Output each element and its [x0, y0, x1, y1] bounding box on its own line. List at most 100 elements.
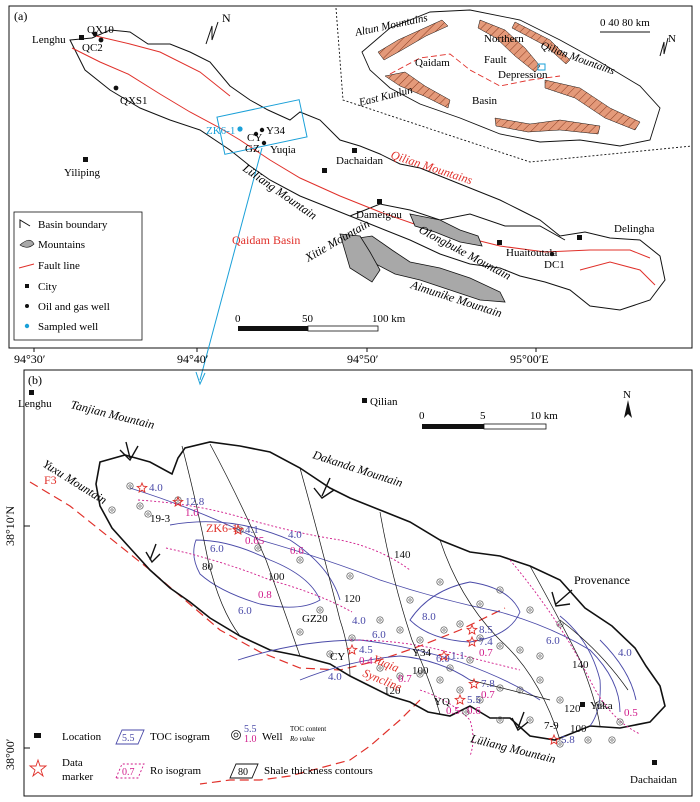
ro-iso-3	[349, 639, 521, 671]
well-b-44	[496, 586, 504, 594]
panel-b-marks: 4.06.06.04.06.08.06.04.04.06.00.60.80.70…	[108, 481, 638, 748]
well-b-14-core	[418, 638, 422, 642]
well-b-16-core	[458, 622, 462, 626]
data-marker-ro-4: 0.7	[479, 647, 493, 659]
north-label-a: N	[222, 11, 231, 25]
data-marker-toc-1: 12.8	[185, 496, 205, 508]
label-7-9: 7-9	[544, 720, 559, 732]
label-gz20: GZ20	[302, 613, 328, 625]
ro-iso-2	[165, 547, 353, 613]
label-gz-a: GZ	[245, 143, 260, 155]
city-delingha	[577, 235, 582, 240]
label-zk6-b: ZK6-1	[206, 521, 238, 535]
well-b-44-core	[498, 588, 502, 592]
scale-b-t0: 0	[419, 410, 425, 422]
legend-b-toc: TOC isogram	[150, 731, 210, 743]
region-luliang-b: Lüliang Mountain	[468, 731, 557, 766]
label-dachaidan-bb: Dachaidan	[630, 774, 678, 786]
label-dameigou: Dameigou	[356, 209, 402, 221]
scale-a-t0: 0	[235, 313, 241, 325]
well-b-46-core	[438, 580, 442, 584]
toc-label-6: 6.0	[546, 635, 560, 647]
toc-iso-2	[193, 539, 321, 608]
well-b-38	[416, 670, 424, 678]
basin-boundary-a	[69, 29, 666, 311]
data-marker-4	[466, 635, 478, 647]
well-b-30	[596, 700, 604, 708]
label-lenghu-b: Lenghu	[18, 398, 52, 410]
well-b-17-core	[478, 636, 482, 640]
legend-b-well-top: 5.5	[244, 724, 257, 735]
thick-label-7: 140	[572, 659, 589, 671]
label-cy-b: CY	[330, 651, 345, 663]
legend-b-well-ro: Ro value	[289, 735, 315, 743]
scale-a-t100: 100 km	[372, 313, 406, 325]
well-b-23	[436, 676, 444, 684]
study-area-box	[216, 99, 308, 155]
label-cy-a: CY	[247, 132, 262, 144]
label-huaitoutala: Huaitoutala	[506, 247, 557, 259]
well-b-28	[536, 676, 544, 684]
well-b-40	[376, 664, 384, 672]
well-b-18	[496, 642, 504, 650]
basin-boundary-inner	[349, 203, 566, 241]
label-qilian-b: Qilian	[370, 396, 398, 408]
legend-b-ro-sample: 0.7	[122, 767, 135, 778]
data-marker-ro-2: 0.65	[245, 535, 265, 547]
lat-2: 38°00′	[3, 738, 17, 770]
well-b-19	[516, 646, 524, 654]
fault-line-a3	[579, 261, 656, 286]
well-b-10-core	[298, 630, 302, 634]
thick-label-4: 100	[412, 665, 429, 677]
thick-label-6: 120	[564, 703, 581, 715]
legend-b-location: Location	[62, 731, 102, 743]
well-b-25-core	[478, 698, 482, 702]
label-qxs1: QXS1	[120, 95, 148, 107]
well-b-11	[348, 634, 356, 642]
thick-label-8: 100	[570, 723, 587, 735]
well-b-0	[126, 482, 134, 490]
well-b-26-core	[498, 686, 502, 690]
well-b-7-core	[298, 558, 302, 562]
well-b-20	[536, 652, 544, 660]
well-b-7	[296, 556, 304, 564]
well-b-21-core	[468, 658, 472, 662]
well-b-27-core	[518, 688, 522, 692]
well-qx10	[92, 31, 98, 37]
well-b-21	[466, 656, 474, 664]
toc-iso-6	[409, 581, 521, 643]
ro-label-1: 0.8	[258, 589, 272, 601]
well-b-17	[476, 634, 484, 642]
label-qx10: QX10	[87, 24, 114, 36]
data-marker-5	[346, 643, 358, 655]
data-marker-toc-9: 1.1	[451, 650, 465, 662]
ro-label-0: 0.6	[290, 545, 304, 557]
lon-1: 94°30′	[14, 352, 46, 366]
data-marker-ro-5: 0.4	[359, 655, 373, 667]
well-b-18-core	[498, 644, 502, 648]
thick-c-6	[529, 565, 601, 727]
thick-label-2: 120	[344, 593, 361, 605]
well-b-12-core	[378, 618, 382, 622]
legend-b: Location 5.5 TOC isogram 5.5 1.0 Well TO…	[28, 724, 373, 783]
legend-b-ro: Ro isogram	[150, 765, 201, 777]
well-b-22-core	[448, 666, 452, 670]
well-b-35-core	[528, 718, 532, 722]
well-b-37	[462, 708, 470, 716]
label-yq: YQ	[434, 696, 450, 708]
label-yiliping: Yiliping	[64, 167, 101, 179]
well-b-8	[346, 572, 354, 580]
fault-south	[199, 699, 421, 785]
data-marker-toc-0: 4.0	[149, 482, 163, 494]
ro-label-4: 0.5	[446, 705, 460, 717]
legend-a-basin: Basin boundary	[38, 219, 108, 231]
legend-b-marker-2: marker	[62, 771, 93, 783]
label-y34-b: Y34	[412, 647, 431, 659]
toc-label-5: 8.0	[422, 611, 436, 623]
inset-qaidam: Qaidam	[415, 57, 450, 69]
well-b-12	[376, 616, 384, 624]
well-qc2	[98, 37, 104, 43]
thick-c-7	[559, 619, 629, 691]
data-marker-0	[136, 481, 148, 493]
thick-c-3	[299, 467, 351, 677]
